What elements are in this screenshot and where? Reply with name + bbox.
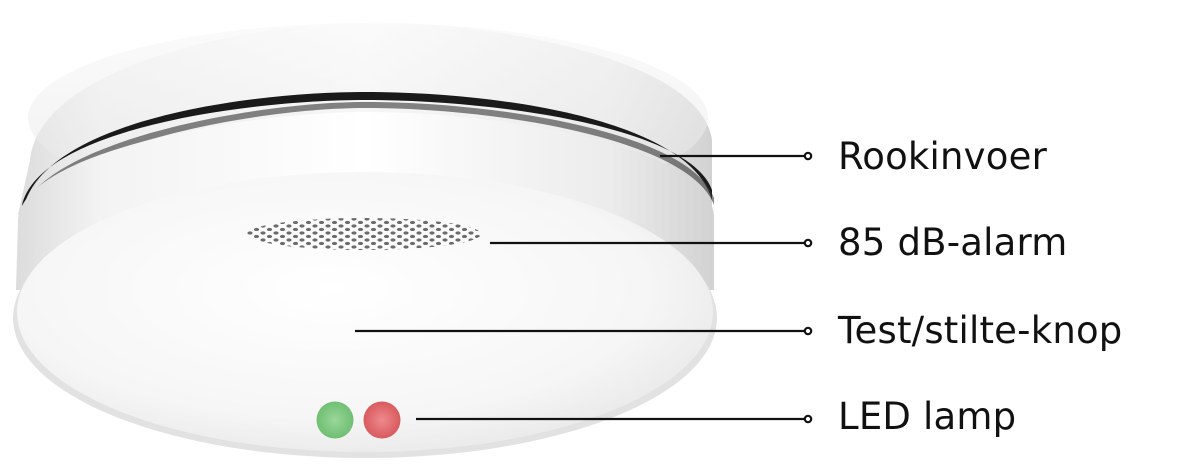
callout-dot-led — [805, 416, 811, 422]
callout-label-test-button: Test/stilte-knop — [838, 309, 1123, 353]
callout-label-alarm: 85 dB-alarm — [838, 221, 1068, 265]
callout-dot-smoke-inlet — [805, 153, 811, 159]
red-led-indicator — [364, 402, 401, 439]
callout-dot-alarm — [805, 240, 811, 246]
green-led-indicator — [317, 402, 354, 439]
callout-dot-test-button — [805, 328, 811, 334]
callout-label-led: LED lamp — [838, 395, 1016, 439]
callout-label-smoke-inlet: Rookinvoer — [838, 135, 1047, 179]
